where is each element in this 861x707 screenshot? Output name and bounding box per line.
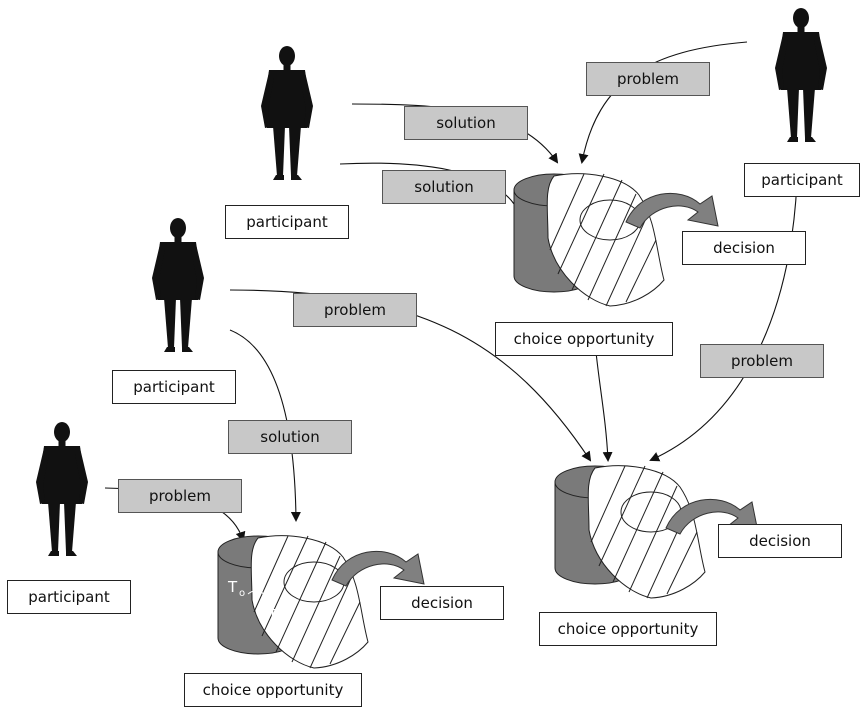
solution-label-top: solution: [404, 106, 528, 140]
person-silhouette-icon: [261, 46, 313, 180]
choice-opportunity-label-bottom: choice opportunity: [184, 673, 362, 707]
choice-opportunity-label-right: choice opportunity: [539, 612, 717, 646]
person-silhouette-icon: [36, 422, 88, 556]
participant-label-mid: participant: [112, 370, 236, 404]
connector-prob-top-right: [578, 41, 748, 164]
t1-subscript: 1: [278, 618, 284, 628]
decision-label-right: decision: [718, 524, 842, 558]
problem-label-right: problem: [700, 344, 824, 378]
problem-label-left: problem: [118, 479, 242, 513]
connector-prob-right: [649, 181, 798, 462]
time-annotation: T o T 1: [227, 578, 284, 628]
curved-arrow-icon: [331, 192, 759, 587]
cylinder-icon: [554, 465, 706, 599]
participant-label-bottom: participant: [7, 580, 131, 614]
connector-sol-left: [229, 329, 301, 522]
cylinder-icon: [217, 535, 369, 669]
problem-label-top: problem: [586, 62, 710, 96]
solution-label-left: solution: [228, 420, 352, 454]
decision-label-top: decision: [682, 231, 806, 265]
t0-label: T: [227, 578, 238, 596]
problem-label-mid: problem: [293, 293, 417, 327]
connector-choice-top: [595, 351, 613, 462]
participant-label-top-center: participant: [225, 205, 349, 239]
choice-opportunity-label-top: choice opportunity: [495, 322, 673, 356]
person-silhouette-icon: [775, 8, 827, 142]
connector-prob-mid: [229, 289, 592, 462]
decision-label-bottom: decision: [380, 586, 504, 620]
t0-subscript: o: [239, 588, 245, 599]
solution-label-mid: solution: [382, 170, 506, 204]
cylinder-icon: [513, 173, 665, 307]
participant-label-top-right: participant: [744, 163, 860, 197]
t1-label: T: [267, 606, 278, 624]
person-silhouette-icon: [152, 218, 204, 352]
